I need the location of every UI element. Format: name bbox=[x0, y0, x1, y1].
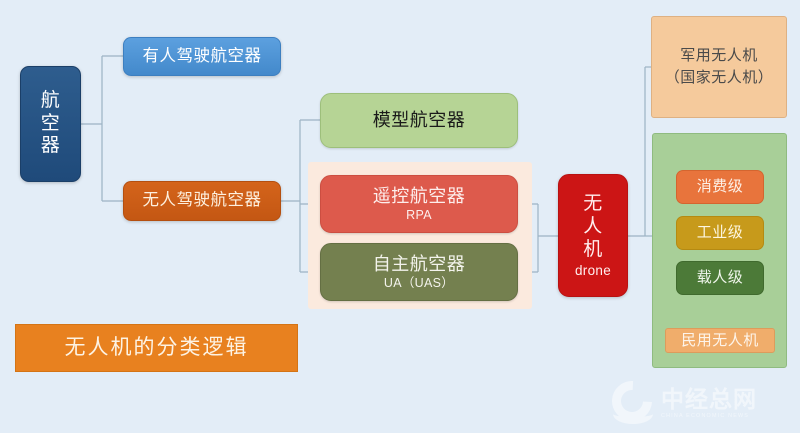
diagram-title-label: 无人机的分类逻辑 bbox=[64, 335, 249, 359]
node-manned-grade[interactable]: 载人级 bbox=[676, 261, 764, 295]
node-ua-label: 自主航空器 bbox=[372, 253, 466, 274]
node-manned-aircraft-label: 有人驾驶航空器 bbox=[142, 46, 262, 65]
node-aircraft-root[interactable]: 航 空 器 bbox=[20, 66, 81, 182]
node-unmanned-aircraft-label: 无人驾驶航空器 bbox=[142, 191, 262, 210]
watermark-main-label: 中经总网 bbox=[661, 385, 757, 412]
node-aircraft-root-char-1: 航 bbox=[40, 90, 61, 112]
node-consumer-grade[interactable]: 消费级 bbox=[676, 170, 764, 204]
node-drone-sublabel: drone bbox=[574, 263, 612, 279]
node-model-aircraft[interactable]: 模型航空器 bbox=[320, 93, 518, 148]
node-drone-char-2: 人 bbox=[583, 215, 603, 237]
watermark-sub-label: CHINA ECONOMIC NEWS bbox=[661, 413, 750, 420]
c-logo-icon bbox=[603, 372, 661, 430]
node-drone-hub[interactable]: 无 人 机 drone bbox=[558, 174, 628, 297]
node-ua-sublabel: UA（UAS） bbox=[383, 275, 455, 290]
node-unmanned-aircraft-autonomous[interactable]: 自主航空器 UA（UAS） bbox=[320, 243, 518, 301]
watermark-text: 中经总网 CHINA ECONOMIC NEWS bbox=[661, 387, 757, 419]
node-aircraft-root-char-2: 空 bbox=[40, 112, 61, 134]
node-rpa-label: 遥控航空器 bbox=[372, 185, 466, 206]
node-industrial-grade[interactable]: 工业级 bbox=[676, 216, 764, 250]
node-industrial-grade-label: 工业级 bbox=[696, 224, 744, 242]
diagram-title-banner: 无人机的分类逻辑 bbox=[15, 324, 298, 372]
node-aircraft-root-char-3: 器 bbox=[40, 135, 61, 157]
node-manned-aircraft[interactable]: 有人驾驶航空器 bbox=[123, 37, 281, 76]
node-drone-char-1: 无 bbox=[583, 192, 603, 214]
watermark: 中经总网 CHINA ECONOMIC NEWS bbox=[603, 372, 797, 430]
node-consumer-grade-label: 消费级 bbox=[696, 178, 744, 196]
node-civil-uav[interactable]: 民用无人机 bbox=[665, 328, 775, 353]
node-unmanned-aircraft[interactable]: 无人驾驶航空器 bbox=[123, 181, 281, 221]
node-manned-grade-label: 载人级 bbox=[696, 269, 744, 287]
node-military-uav-label-line1: 军用无人机 bbox=[680, 47, 758, 65]
node-model-aircraft-label: 模型航空器 bbox=[372, 109, 466, 130]
node-military-uav[interactable]: 军用无人机 （国家无人机） bbox=[651, 16, 787, 118]
node-civil-uav-label: 民用无人机 bbox=[681, 331, 759, 349]
node-drone-char-3: 机 bbox=[583, 239, 603, 261]
node-remotely-piloted-aircraft[interactable]: 遥控航空器 RPA bbox=[320, 175, 518, 233]
node-military-uav-label-line2: （国家无人机） bbox=[664, 69, 774, 86]
node-rpa-sublabel: RPA bbox=[406, 207, 432, 222]
